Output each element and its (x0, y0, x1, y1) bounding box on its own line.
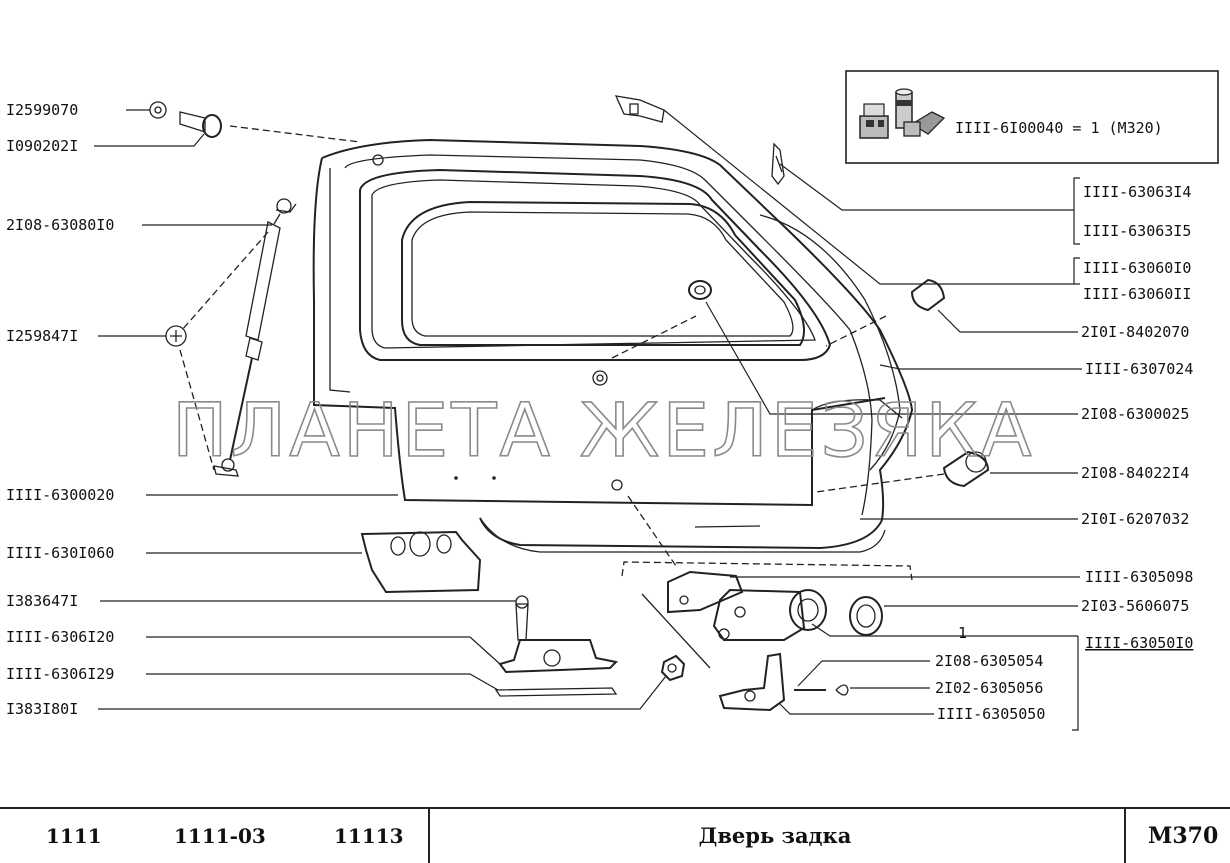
bracket-part (360, 530, 482, 594)
note-box: IIII-6I00040 = 1 (M320) (845, 70, 1219, 164)
part-label[interactable]: I090202I (6, 137, 78, 155)
part-label[interactable]: 2I02-6305056 (935, 679, 1043, 697)
part-label[interactable]: IIII-6306I29 (6, 665, 114, 683)
part-label[interactable]: 2I08-6305054 (935, 652, 1043, 670)
model-label: 1111 (46, 824, 102, 848)
part-label[interactable]: 2I08-6300025 (1081, 405, 1189, 423)
bolt-part (179, 111, 222, 138)
part-label[interactable]: 2I08-63080I0 (6, 216, 114, 234)
part-label[interactable]: 2I03-5606075 (1081, 597, 1189, 615)
part-label[interactable]: I259847I (6, 327, 78, 345)
model-label: 1111-03 (174, 824, 266, 848)
leader-lines (94, 109, 1082, 731)
part-label[interactable]: IIII-63050I0 (1085, 634, 1193, 652)
part-label[interactable]: 2I0I-8402070 (1081, 323, 1189, 341)
watermark: ПЛАНЕТА ЖЕЛЕЗЯКА (172, 388, 1035, 474)
title-block: 1111 1111-03 11113 Дверь задка M370 (0, 807, 1230, 863)
dashed-guides (179, 125, 945, 567)
part-label[interactable]: IIII-6305098 (1085, 568, 1193, 586)
part-label[interactable]: IIII-6300020 (6, 486, 114, 504)
part-label[interactable]: IIII-6306I20 (6, 628, 114, 646)
part-label[interactable]: I2599070 (6, 101, 78, 119)
part-label[interactable]: IIII-6307024 (1085, 360, 1193, 378)
washer-part (149, 101, 167, 119)
liftgate-drawing (312, 138, 914, 553)
part-label[interactable]: IIII-63060II (1083, 285, 1191, 303)
model-label: 11113 (334, 824, 404, 848)
nut-part (660, 654, 686, 682)
part-label[interactable]: IIII-63063I5 (1083, 222, 1191, 240)
buffer-part (910, 278, 946, 312)
left-callouts: I2599070 I090202I 2I08-63080I0 I259847I … (6, 101, 114, 718)
note-text: IIII-6I00040 = 1 (M320) (955, 119, 1163, 137)
divider (1124, 809, 1126, 863)
seal-clip-part (165, 325, 187, 347)
part-label[interactable]: I383I80I (6, 700, 78, 718)
hinge-part (494, 595, 619, 697)
divider (428, 809, 430, 863)
group-number: 1 (958, 624, 967, 642)
part-label[interactable]: 2I0I-6207032 (1081, 510, 1189, 528)
bumper-part (942, 450, 990, 488)
part-label[interactable]: IIII-6305050 (937, 705, 1045, 723)
right-callouts: IIII-63063I4 IIII-63063I5 IIII-63060I0 I… (935, 183, 1193, 723)
page-title: Дверь задка (698, 823, 852, 848)
hardware-kit-icon (859, 88, 946, 139)
part-label[interactable]: IIII-63060I0 (1083, 259, 1191, 277)
lock-assembly (621, 561, 913, 712)
part-label[interactable]: IIII-630I060 (6, 544, 114, 562)
part-label[interactable]: I383647I (6, 592, 78, 610)
page-code: M370 (1148, 823, 1219, 849)
part-label[interactable]: 2I08-84022I4 (1081, 464, 1189, 482)
clip-part (614, 95, 785, 186)
gas-strut (213, 198, 297, 477)
part-label[interactable]: IIII-63063I4 (1083, 183, 1191, 201)
